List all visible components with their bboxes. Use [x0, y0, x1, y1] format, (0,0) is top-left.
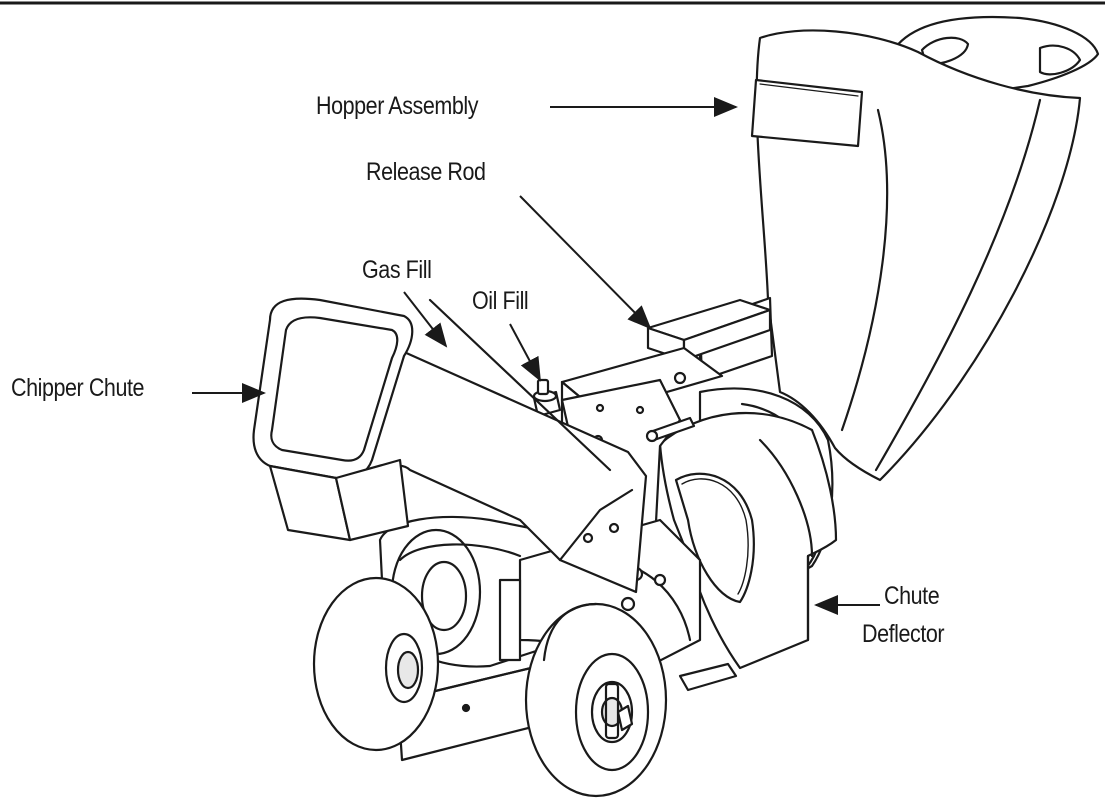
label-deflector: Deflector — [862, 620, 945, 648]
left-wheel — [312, 576, 440, 752]
oil-fill-cap — [536, 378, 550, 396]
oil-arrow — [509, 323, 541, 382]
label-gas-fill: Gas Fill — [362, 256, 432, 284]
release-arrow — [519, 195, 652, 330]
right-wheel — [524, 602, 668, 798]
chute-deflector — [658, 411, 838, 670]
gas-arrow — [403, 291, 448, 348]
callout-arrows — [192, 97, 880, 615]
label-hopper-assembly: Hopper Assembly — [316, 92, 479, 120]
release-rod-pin — [645, 416, 696, 443]
label-oil-fill: Oil Fill — [472, 287, 529, 315]
kickstand — [678, 662, 738, 692]
label-release-rod: Release Rod — [366, 158, 486, 186]
chipper-chute — [252, 297, 648, 594]
label-chipper-chute: Chipper Chute — [11, 374, 145, 402]
label-chute: Chute — [884, 582, 940, 610]
hopper-assembly — [750, 15, 1100, 482]
